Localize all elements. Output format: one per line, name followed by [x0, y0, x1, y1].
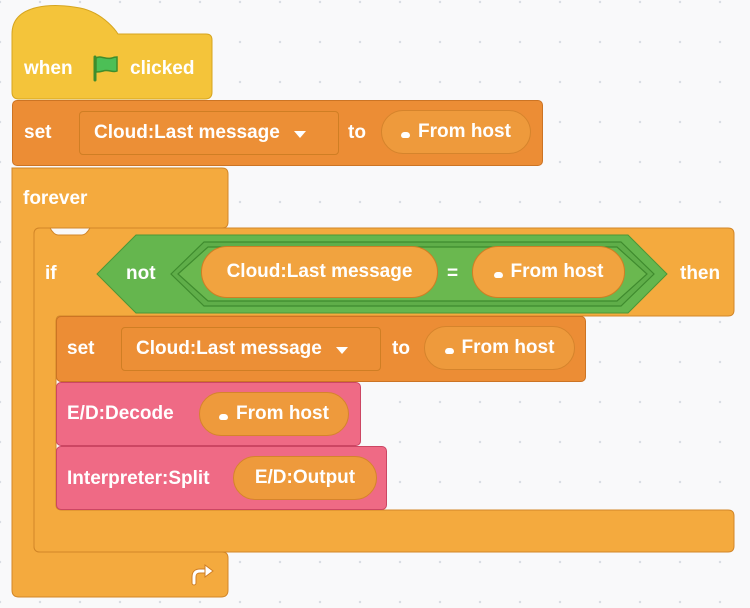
reporter-label: From host: [461, 337, 555, 358]
set-variable-block[interactable]: set Cloud:Last message to From host: [56, 316, 586, 382]
hat-block-shape: [11, 5, 213, 100]
ed-decode-label: E/D:Decode: [67, 403, 174, 424]
from-host-reporter[interactable]: From host: [472, 246, 625, 298]
to-label: to: [392, 338, 410, 359]
ed-decode-block[interactable]: E/D:Decode From host: [56, 382, 361, 446]
chevron-down-icon: [293, 130, 306, 138]
cloud-icon: [219, 414, 229, 420]
equals-label: =: [447, 263, 459, 284]
to-label: to: [348, 122, 366, 143]
set-label: set: [67, 338, 95, 359]
cloud-icon: [444, 348, 454, 354]
green-flag-icon[interactable]: [90, 54, 120, 82]
if-label: if: [45, 263, 57, 284]
interpreter-split-block[interactable]: Interpreter:Split E/D:Output: [56, 446, 387, 510]
set-variable-block[interactable]: set Cloud:Last message to From host: [12, 100, 543, 166]
reporter-label: From host: [418, 121, 511, 142]
variable-dropdown[interactable]: Cloud:Last message: [121, 327, 381, 371]
clicked-label: clicked: [130, 58, 195, 79]
ed-output-reporter[interactable]: E/D:Output: [233, 456, 377, 500]
when-flag-clicked-block[interactable]: when clicked: [0, 0, 215, 100]
reporter-label: From host: [510, 261, 604, 282]
when-label: when: [24, 58, 73, 79]
from-host-reporter[interactable]: From host: [381, 110, 531, 154]
cloud-icon: [493, 272, 503, 278]
reporter-label: E/D:Output: [254, 467, 356, 488]
interpreter-split-label: Interpreter:Split: [67, 468, 210, 489]
from-host-reporter[interactable]: From host: [199, 392, 349, 436]
not-label: not: [126, 263, 156, 284]
forever-block[interactable]: forever: [12, 168, 228, 228]
cloud-icon: [401, 132, 411, 138]
chevron-down-icon: [335, 346, 348, 354]
forever-label: forever: [23, 188, 88, 209]
set-label: set: [24, 122, 52, 143]
dropdown-value: Cloud:Last message: [94, 122, 280, 143]
from-host-reporter[interactable]: From host: [424, 326, 575, 370]
dropdown-value: Cloud:Last message: [136, 338, 322, 359]
variable-dropdown[interactable]: Cloud:Last message: [79, 111, 339, 155]
reporter-label: Cloud:Last message: [226, 261, 413, 282]
then-label: then: [680, 263, 721, 284]
cloud-last-message-reporter[interactable]: Cloud:Last message: [201, 246, 438, 298]
loop-arrow-icon: [191, 564, 214, 586]
reporter-label: From host: [236, 403, 329, 424]
